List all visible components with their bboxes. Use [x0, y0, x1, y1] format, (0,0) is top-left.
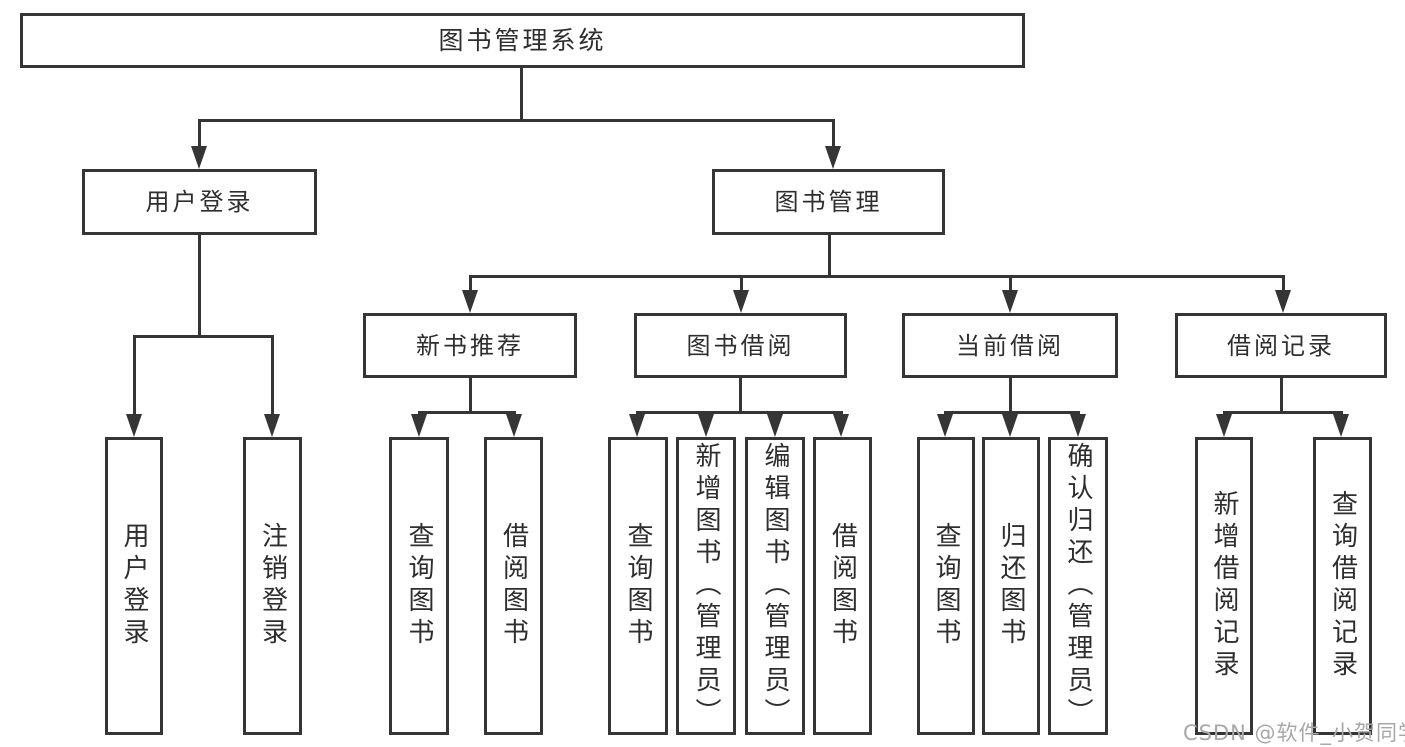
leaf-logout: 注销登录 [243, 437, 302, 735]
leaf-return-books: 归还图书 [982, 437, 1040, 735]
connector-user-login-drop [198, 119, 201, 149]
connector-user-login-rail [133, 335, 274, 338]
arrowhead-down [126, 414, 142, 437]
leaf-query-borrow-record: 查询借阅记录 [1313, 437, 1372, 735]
leaf-edit-books-admin-label: 编辑图书（管理员） [760, 442, 790, 730]
connector-leaf-rail [1223, 411, 1343, 414]
connector-new-books-drop [469, 275, 472, 293]
leaf-query-books-2-label: 查询图书 [623, 522, 653, 650]
connector-level2-rail [198, 119, 835, 122]
node-book-borrowing-label: 图书借阅 [686, 331, 795, 360]
connector-leaf-rail [636, 411, 843, 414]
connector-book-mgmt-drop [832, 119, 835, 149]
node-new-book-recommend: 新书推荐 [363, 313, 577, 378]
node-user-login-label: 用户登录 [145, 188, 254, 216]
leaf-logout-label: 注销登录 [257, 522, 288, 650]
leaf-query-books-3: 查询图书 [917, 437, 975, 735]
leaf-borrow-books-2: 借阅图书 [813, 437, 872, 735]
connector-section-stem [1009, 378, 1012, 414]
leaf-add-borrow-record-label: 新增借阅记录 [1209, 490, 1239, 682]
leaf-user-login-label: 用户登录 [119, 522, 149, 650]
arrowhead-down [825, 146, 841, 169]
node-current-borrowing: 当前借阅 [902, 313, 1118, 378]
connector-borrow-records-drop [1282, 275, 1285, 293]
arrowhead-down [1216, 414, 1232, 437]
leaf-add-borrow-record: 新增借阅记录 [1195, 437, 1253, 735]
arrowhead-down [1275, 290, 1291, 313]
watermark: CSDN @软件_小贺同学 [1183, 721, 1405, 745]
leaf-query-borrow-record-label: 查询借阅记录 [1327, 490, 1358, 682]
node-borrowing-records: 借阅记录 [1175, 313, 1387, 378]
connector-book-mgmt-stem [828, 235, 831, 277]
arrowhead-down [833, 414, 849, 437]
node-library-management-system: 图书管理系统 [20, 13, 1025, 68]
connector-book-borrow-drop [740, 275, 743, 293]
leaf-borrow-books-1-label: 借阅图书 [498, 522, 529, 650]
connector-current-borrow-drop [1009, 275, 1012, 293]
leaf-confirm-return-admin: 确认归还（管理员） [1048, 437, 1108, 735]
leaf-edit-books-admin: 编辑图书（管理员） [745, 437, 805, 735]
node-new-book-recommend-label: 新书推荐 [416, 331, 524, 360]
arrowhead-down [1070, 414, 1086, 437]
arrowhead-down [1002, 414, 1018, 437]
arrowhead-down [937, 414, 953, 437]
node-book-borrowing: 图书借阅 [634, 313, 847, 378]
arrowhead-down [264, 414, 280, 437]
connector-leaf-rail [418, 411, 516, 414]
leaf-query-books-3-label: 查询图书 [931, 522, 961, 650]
arrowhead-down [698, 414, 714, 437]
arrowhead-down [629, 414, 645, 437]
leaf-return-books-label: 归还图书 [996, 522, 1026, 650]
leaf-confirm-return-admin-label: 确认归还（管理员） [1063, 442, 1093, 730]
node-library-management-system-label: 图书管理系统 [438, 26, 607, 55]
node-book-management-label: 图书管理 [774, 188, 883, 216]
leaf-query-books-1-label: 查询图书 [404, 522, 434, 650]
connector-section-stem [1280, 378, 1283, 414]
arrowhead-down [1333, 414, 1349, 437]
node-book-management: 图书管理 [712, 169, 945, 235]
leaf-query-books-2: 查询图书 [608, 437, 668, 735]
arrowhead-down [1002, 290, 1018, 313]
node-borrowing-records-label: 借阅记录 [1227, 331, 1335, 360]
leaf-user-login: 用户登录 [105, 437, 163, 735]
connector-leaf-rail [944, 411, 1080, 414]
leaf-add-books-admin: 新增图书（管理员） [676, 437, 736, 735]
connector-logout-drop [271, 335, 274, 417]
arrowhead-down [506, 414, 522, 437]
leaf-borrow-books-1: 借阅图书 [484, 437, 543, 735]
connector-root-stem [520, 68, 523, 122]
leaf-add-books-admin-label: 新增图书（管理员） [691, 442, 721, 730]
node-current-borrowing-label: 当前借阅 [956, 331, 1064, 360]
connector-level3-rail [469, 275, 1284, 278]
arrowhead-down [767, 414, 783, 437]
connector-section-stem [739, 378, 742, 414]
arrowhead-down [191, 146, 207, 169]
node-user-login: 用户登录 [82, 169, 317, 235]
leaf-borrow-books-2-label: 借阅图书 [827, 522, 858, 650]
connector-section-stem [469, 378, 472, 414]
connector-user-login-stem [198, 235, 201, 337]
arrowhead-down [462, 290, 478, 313]
leaf-query-books-1: 查询图书 [389, 437, 449, 735]
arrowhead-down [411, 414, 427, 437]
connector-login-drop [133, 335, 136, 417]
arrowhead-down [733, 290, 749, 313]
